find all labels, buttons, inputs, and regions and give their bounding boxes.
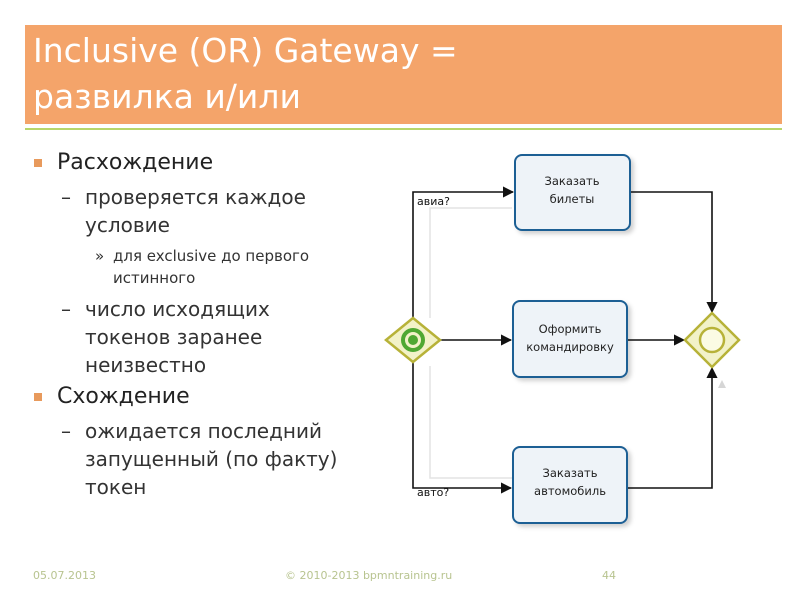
footer-page-number: 44 — [602, 569, 616, 582]
arrow-glyph: » — [95, 247, 105, 265]
slide-title: Inclusive (OR) Gateway = развилка и/или — [33, 28, 773, 120]
task-book-car: Заказать автомобиль — [512, 446, 628, 524]
flow-join-top — [630, 191, 718, 314]
task-label: Оформить — [539, 322, 602, 336]
task-label: автомобиль — [534, 484, 606, 498]
task-box — [514, 154, 631, 231]
flow-join-bottom — [627, 366, 718, 489]
dash-glyph: – — [61, 419, 71, 443]
inclusive-marker-icon — [698, 326, 726, 354]
title-line-1: Inclusive (OR) Gateway = — [33, 31, 458, 70]
inclusive-gateway-join — [683, 311, 741, 369]
condition-label-avto: авто? — [417, 486, 449, 499]
task-box — [512, 446, 628, 524]
task-label: Заказать — [544, 174, 599, 188]
sub-bullet-each-condition: – проверяется каждое условие — [61, 185, 306, 237]
dash-glyph: – — [61, 297, 71, 321]
condition-label-avia: авиа? — [417, 195, 450, 208]
sub-sub-bullet-exclusive: » для exclusive до первого истинного — [95, 247, 310, 287]
title-bar — [25, 25, 782, 124]
faint-path-bottom — [429, 366, 512, 479]
faint-arrow-icon — [718, 380, 726, 388]
inclusive-gateway-split — [384, 316, 442, 364]
bullet-convergence: Схождение — [33, 383, 393, 411]
inclusive-marker-dot-icon — [408, 335, 418, 345]
dash-glyph: – — [61, 185, 71, 209]
bullet-list: Расхождение – проверяется каждое условие… — [33, 145, 393, 501]
sub-bullet-token-count: – число исходящих токенов заранее неизве… — [61, 297, 270, 377]
flow-split-bottom — [412, 362, 513, 494]
title-line-2: развилка и/или — [33, 77, 301, 116]
inclusive-marker-icon — [401, 328, 425, 352]
task-label: билеты — [550, 192, 595, 206]
task-box — [512, 300, 628, 378]
faint-path-top — [429, 207, 512, 318]
task-arrange-trip: Оформить командировку — [512, 300, 628, 378]
footer-date: 05.07.2013 — [33, 569, 96, 582]
task-book-tickets: Заказать билеты — [514, 154, 631, 231]
task-label: Заказать — [542, 466, 597, 480]
bullet-divergence: Расхождение — [33, 149, 393, 177]
sub-bullet-last-token: – ожидается последний запущенный (по фак… — [61, 419, 338, 499]
title-underline — [25, 128, 782, 130]
footer-copyright: © 2010-2013 bpmntraining.ru — [285, 569, 453, 582]
task-label: командировку — [526, 340, 614, 354]
flow-split-top — [412, 186, 515, 318]
